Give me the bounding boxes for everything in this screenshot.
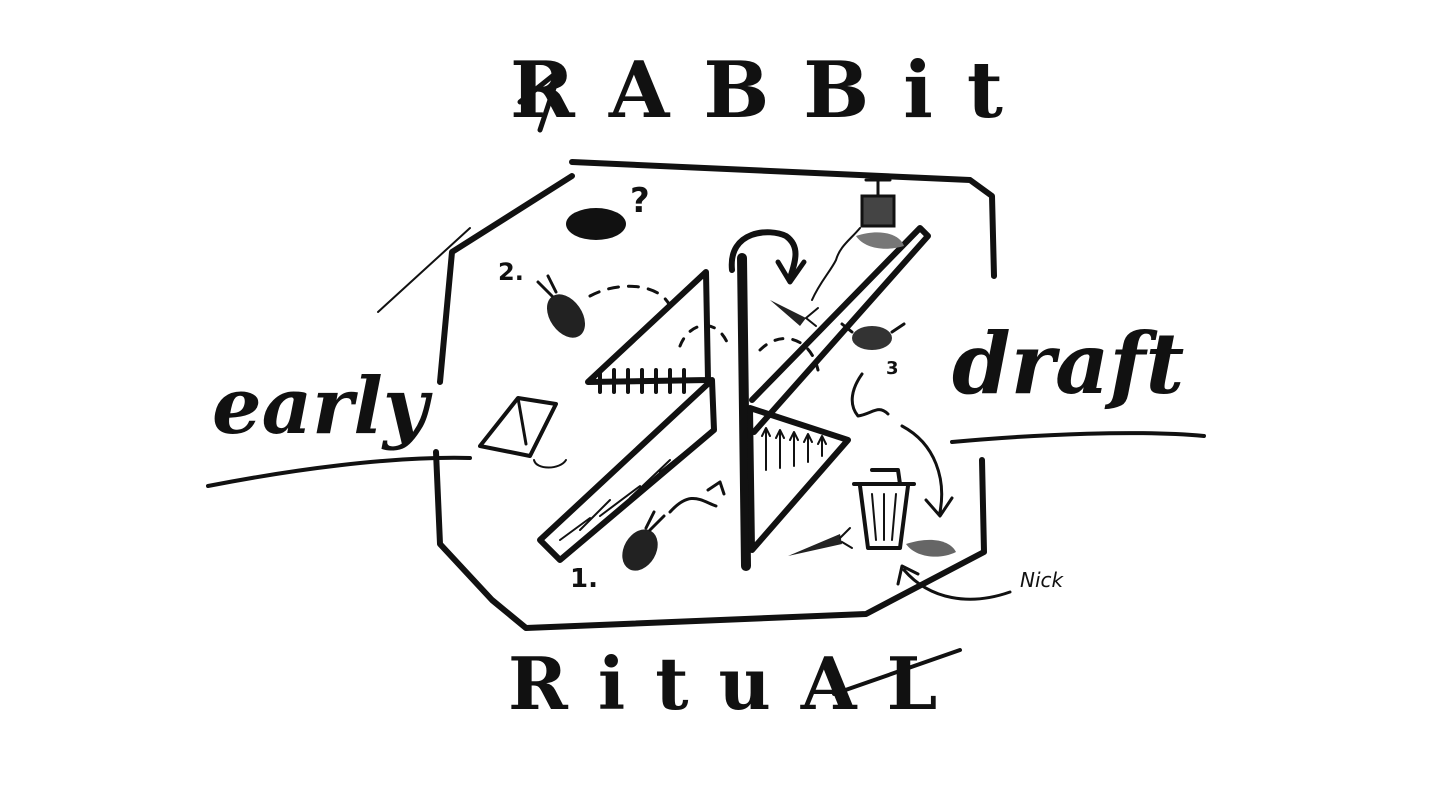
ramp-left (537, 377, 717, 563)
octagon-frame (433, 159, 997, 631)
title-arrow-stroke (517, 67, 563, 133)
step-3-label: 3 (886, 358, 899, 379)
question-mark: ? (630, 181, 650, 221)
cheese-wedge-icon (478, 396, 567, 469)
label-early: early (212, 361, 429, 452)
trash-can-icon (852, 468, 916, 550)
spike-trap-icon (761, 427, 827, 471)
triangle-teeth (598, 368, 686, 394)
jump-path (900, 424, 954, 518)
step-1-label: 1. (570, 564, 598, 594)
shadow-patch (856, 232, 904, 249)
label-draft: draft (952, 314, 1185, 413)
spike-pit (747, 405, 851, 553)
jump-path (668, 480, 726, 514)
step-2-label: 2. (498, 258, 524, 286)
rabbit-icon (840, 322, 906, 350)
jump-path (758, 337, 820, 372)
rabbit-hole-icon (566, 208, 626, 240)
central-wall (737, 253, 751, 571)
underline-draft (950, 431, 1206, 444)
nick-callout-label: Nick (1020, 568, 1064, 592)
rabbit-icon (536, 274, 586, 338)
sketch-stroke (377, 227, 471, 313)
carrot-icon (770, 300, 819, 327)
rabbit-icon (622, 510, 666, 571)
ramp-right (749, 225, 931, 435)
shadow-patch (906, 539, 956, 557)
ritual-strike (832, 648, 962, 696)
ramp-left-hatch (559, 439, 701, 541)
plunger-detonator-icon (811, 178, 896, 301)
jump-path (850, 372, 890, 418)
title-bottom: RituAL (508, 641, 968, 726)
jump-path (678, 324, 732, 352)
title-top: RABBit (510, 45, 1037, 136)
jump-path (588, 284, 672, 308)
carrot-icon (788, 527, 853, 556)
wall-hook (728, 229, 799, 281)
nick-callout-arrow (896, 564, 1012, 601)
underline-early (206, 455, 472, 488)
hook-arrowhead (775, 259, 807, 285)
